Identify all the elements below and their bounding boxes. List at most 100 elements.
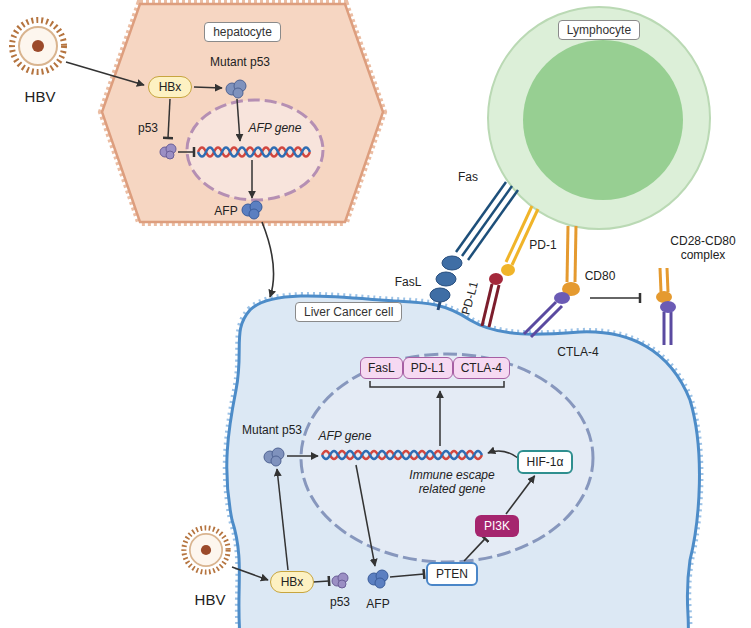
cell-outline bbox=[488, 7, 710, 229]
cd28-cd80-complex bbox=[663, 312, 666, 345]
label: FasL bbox=[395, 275, 422, 289]
hbx-protein: HBx bbox=[148, 76, 193, 98]
fas-receptor bbox=[456, 182, 518, 260]
gene-box: FasL bbox=[360, 357, 403, 379]
arrow bbox=[488, 451, 518, 458]
gene-box: PD-L1 bbox=[403, 357, 453, 379]
dna-strand bbox=[198, 148, 310, 157]
label: AFP bbox=[366, 597, 389, 611]
arrow bbox=[251, 160, 253, 198]
label: p53 bbox=[330, 595, 350, 609]
cell-tag: hepatocyte bbox=[204, 22, 281, 42]
protein-p53 bbox=[166, 151, 174, 159]
hepatocyte-cell: hepatocyteHBx bbox=[100, 0, 385, 225]
cd28-cd80-complex bbox=[660, 301, 676, 313]
cd80-protein bbox=[562, 226, 580, 296]
liver-cancer-cell: Liver Cancer cellFasLPD-L1CTLA-4HBxHIF-1… bbox=[222, 280, 707, 628]
cd28-cd80-complex bbox=[656, 268, 676, 345]
inhibition-line bbox=[313, 581, 329, 582]
nucleus bbox=[187, 100, 323, 200]
protein-afp bbox=[375, 578, 385, 588]
box-label: HBx bbox=[281, 575, 304, 589]
bracket bbox=[370, 381, 504, 387]
label: Mutant p53 bbox=[210, 55, 270, 69]
label: Mutant p53 bbox=[242, 423, 302, 437]
cell-outline bbox=[227, 296, 700, 628]
connector bbox=[464, 539, 485, 561]
dna-strand bbox=[198, 148, 310, 157]
label: HBV bbox=[25, 88, 56, 106]
fasl-ligand bbox=[436, 272, 456, 286]
label: HBV bbox=[195, 591, 226, 609]
cd80-protein bbox=[567, 226, 568, 282]
cell-tag: Liver Cancer cell bbox=[295, 302, 402, 322]
virus-icon bbox=[12, 20, 64, 72]
gene-box: CTLA-4 bbox=[453, 357, 510, 379]
box-label: PI3K bbox=[484, 519, 510, 533]
virus-icon bbox=[184, 528, 228, 572]
cell-tag: Lymphocyte bbox=[558, 20, 640, 40]
dna-strand bbox=[322, 451, 482, 459]
label: PD-L1 bbox=[459, 280, 482, 317]
cell-outline bbox=[523, 40, 683, 200]
protein-p53 bbox=[338, 580, 346, 588]
box-label: CTLA-4 bbox=[461, 361, 502, 375]
dna-strand bbox=[322, 451, 482, 459]
box-label: HIF-1α bbox=[527, 455, 564, 469]
protein-mutant-p53 bbox=[233, 88, 243, 98]
cell-outline bbox=[227, 296, 700, 628]
arrow bbox=[237, 99, 240, 141]
virus-icon bbox=[12, 20, 64, 72]
pd1-receptor bbox=[512, 209, 538, 265]
box-label: HBx bbox=[159, 80, 182, 94]
label: PD-1 bbox=[529, 238, 556, 252]
label: Fas bbox=[458, 170, 478, 184]
cd28-cd80-complex bbox=[670, 312, 673, 345]
cd80-protein bbox=[575, 226, 576, 282]
fasl-ligand bbox=[430, 288, 450, 302]
ctla4-protein bbox=[554, 292, 570, 304]
label: p53 bbox=[138, 121, 158, 135]
virus-icon bbox=[19, 27, 57, 65]
label: AFP gene bbox=[319, 429, 372, 443]
pd1-receptor bbox=[506, 206, 532, 262]
inhibition-line bbox=[178, 151, 194, 153]
box-label: PD-L1 bbox=[411, 361, 445, 375]
protein-afp bbox=[249, 209, 259, 219]
protein-mutant-p53 bbox=[271, 456, 281, 466]
pdl1-ligand bbox=[489, 285, 499, 327]
cell-outline bbox=[102, 4, 383, 222]
label: AFP gene bbox=[249, 121, 302, 135]
connector bbox=[506, 476, 535, 514]
fasl-ligand bbox=[438, 302, 440, 310]
connector bbox=[262, 222, 274, 297]
label: CD28-CD80 complex bbox=[663, 234, 743, 263]
label: CTLA-4 bbox=[557, 345, 598, 359]
virus-icon bbox=[190, 534, 222, 566]
cd28-cd80-complex bbox=[667, 268, 668, 292]
pdl1-ligand bbox=[482, 273, 503, 327]
label: Immune escape related gene bbox=[406, 468, 498, 497]
inhibition-line bbox=[590, 297, 640, 299]
label: CD80 bbox=[585, 269, 616, 283]
pdl1-ligand bbox=[489, 273, 503, 285]
box-label: PTEN bbox=[436, 567, 468, 581]
arrow bbox=[194, 87, 222, 88]
pten-box: PTEN bbox=[426, 562, 478, 586]
lymphocyte-cell: Lymphocyte bbox=[487, 6, 711, 230]
pi3k-box: PI3K bbox=[475, 515, 519, 537]
hbx-protein: HBx bbox=[270, 571, 315, 593]
virus-icon bbox=[32, 40, 44, 52]
label: AFP bbox=[214, 204, 237, 218]
box-label: FasL bbox=[368, 361, 395, 375]
arrow bbox=[287, 455, 318, 457]
pd1-receptor bbox=[501, 264, 515, 276]
nucleus bbox=[301, 354, 593, 562]
fas-receptor bbox=[462, 186, 512, 256]
virus-icon bbox=[184, 528, 228, 572]
virus-icon bbox=[201, 545, 211, 555]
hif1a-box: HIF-1α bbox=[517, 450, 574, 474]
cell-outline bbox=[102, 4, 383, 222]
cd28-cd80-complex bbox=[660, 268, 661, 292]
